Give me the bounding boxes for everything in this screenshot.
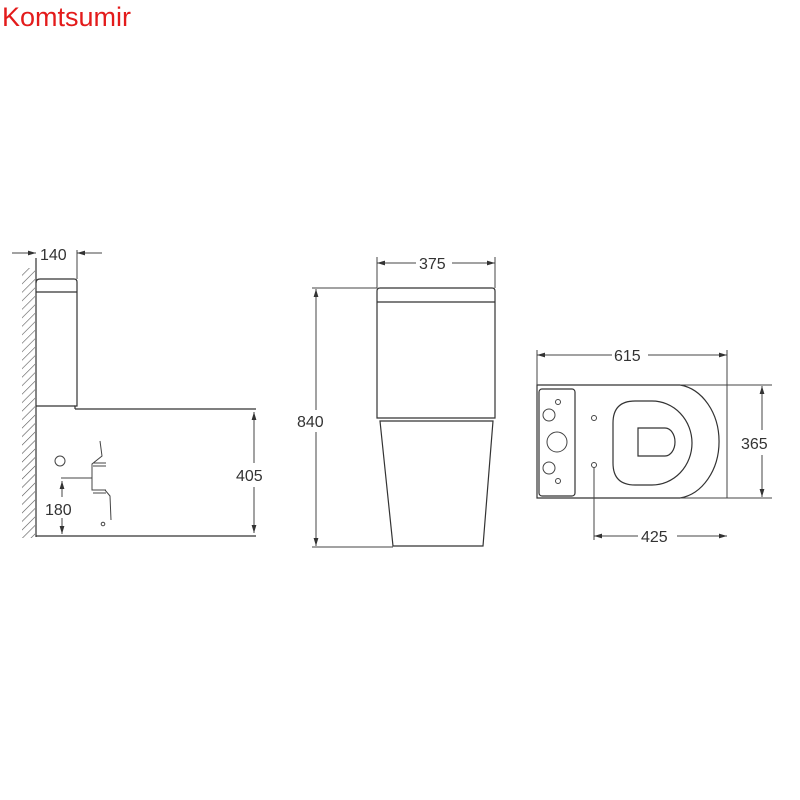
top-view: 615 365 425 <box>536 348 772 546</box>
dim-total-height: 840 <box>297 414 324 431</box>
dim-seat-height: 405 <box>236 468 263 485</box>
brand-logo: Komtsumir <box>2 2 132 32</box>
dim-top-length: 615 <box>614 348 641 365</box>
dim-tank-depth: 140 <box>40 247 67 264</box>
dim-outlet-height: 180 <box>45 502 72 519</box>
dim-front-width: 375 <box>419 256 446 273</box>
front-view: 375 840 <box>297 256 496 548</box>
side-view: 140 405 180 <box>12 247 263 538</box>
wall-hatch <box>22 268 35 538</box>
dim-top-width: 365 <box>741 436 768 453</box>
dim-wall-to-outlet: 425 <box>641 529 668 546</box>
